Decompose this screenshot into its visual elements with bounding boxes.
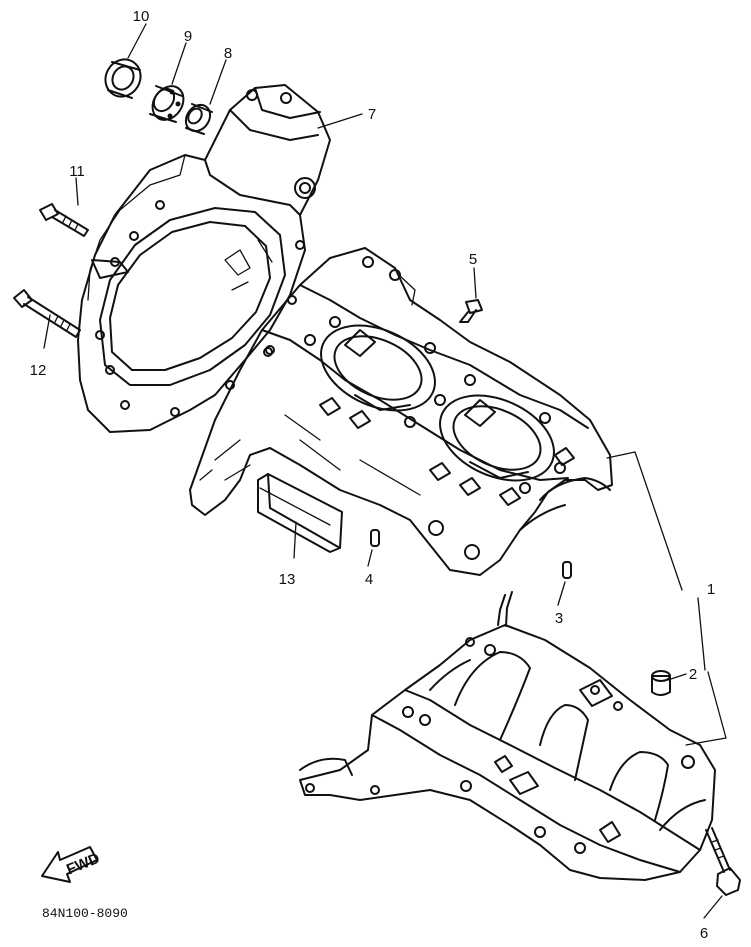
part-11-bolt [39, 203, 89, 237]
part-8-bearing [184, 103, 213, 135]
part-2-plug [651, 670, 671, 696]
part-1-crankcase-upper [189, 247, 613, 576]
leader-lines [43, 23, 727, 919]
callout-8: 8 [224, 45, 232, 62]
callout-13: 13 [279, 571, 296, 588]
callout-9: 9 [184, 28, 192, 45]
forward-direction-arrow: FWD [41, 846, 102, 883]
part-4-dowel-pin [370, 529, 380, 547]
callout-2: 2 [689, 666, 697, 683]
part-1-crankcase-lower [299, 591, 716, 881]
part-7-crankcase-cover [77, 84, 331, 433]
part-13-pad [257, 473, 343, 553]
drawing-code: 84N100-8090 [42, 906, 128, 921]
callout-12: 12 [30, 362, 47, 379]
callout-3: 3 [555, 610, 563, 627]
callout-labels: 10 9 8 7 11 12 5 13 4 3 1 2 6 [30, 8, 716, 942]
callout-4: 4 [365, 571, 373, 588]
part-10-oil-seal [104, 58, 142, 99]
part-6-bolt [705, 827, 741, 896]
part-5-bolt [459, 299, 483, 323]
callout-7: 7 [368, 106, 376, 123]
part-12-bolt [13, 289, 81, 338]
callout-5: 5 [469, 251, 477, 268]
fwd-arrow-icon [41, 846, 98, 883]
fwd-label: FWD [64, 850, 102, 879]
part-3-dowel-pin [562, 561, 572, 579]
part-9-bearing [149, 85, 185, 123]
callout-6: 6 [700, 925, 708, 942]
callout-1: 1 [707, 581, 715, 598]
callout-11: 11 [69, 163, 85, 180]
callout-10: 10 [133, 8, 150, 25]
